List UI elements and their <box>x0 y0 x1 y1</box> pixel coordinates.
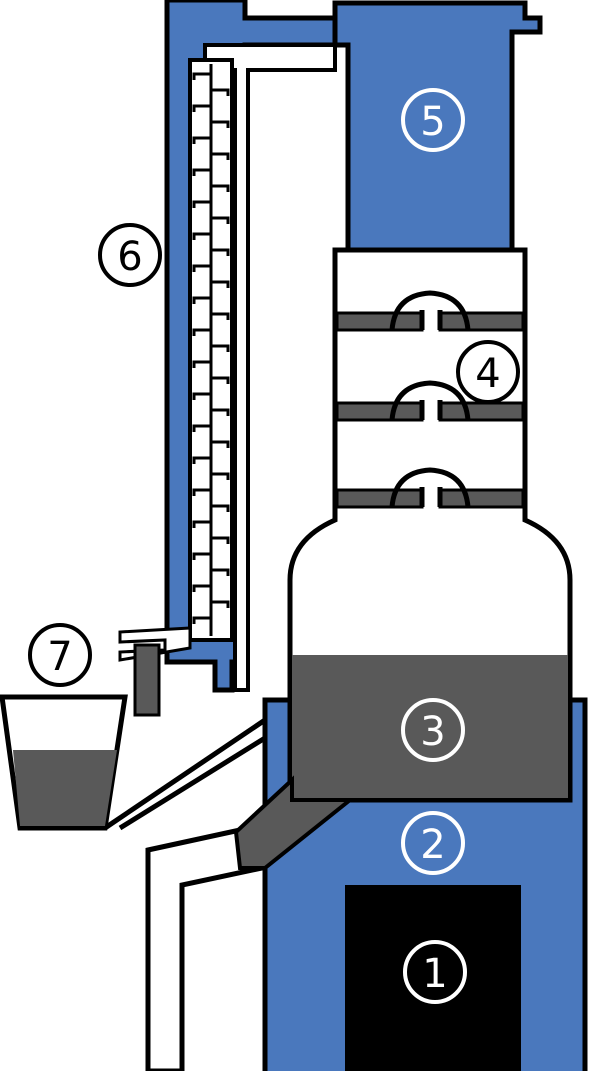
coil-fin <box>211 344 230 352</box>
coil-fin <box>211 120 230 128</box>
coil-fin <box>211 536 230 544</box>
boiler-outlet <box>233 775 356 870</box>
coil-fin <box>211 312 230 320</box>
coil-fin <box>192 200 211 208</box>
bubble-caps <box>389 290 471 508</box>
label-5: 5 <box>401 88 465 152</box>
coil-fin <box>211 472 230 480</box>
stand <box>103 717 267 1071</box>
boiler-liquid <box>292 655 568 798</box>
coil-fin <box>211 376 230 384</box>
coil-fin <box>192 168 211 176</box>
svg-text:3: 3 <box>420 709 445 755</box>
cooler-tank <box>332 0 543 253</box>
coil-fin <box>211 568 230 576</box>
coil-fin <box>211 280 230 288</box>
coil-fin <box>192 136 211 144</box>
coil-fin <box>192 232 211 240</box>
label-7: 7 <box>28 623 92 687</box>
distillate-drip <box>133 643 161 717</box>
coil-fin <box>192 296 211 304</box>
coil-fin <box>192 72 211 80</box>
coil-fin <box>192 392 211 400</box>
label-4: 4 <box>456 340 520 404</box>
coil-fin <box>211 216 230 224</box>
svg-text:6: 6 <box>117 234 142 280</box>
coil-fin <box>192 616 211 624</box>
coil-fin <box>211 88 230 96</box>
svg-text:2: 2 <box>420 822 445 868</box>
label-3: 3 <box>401 698 465 762</box>
coil-fin <box>192 520 211 528</box>
label-1: 1 <box>403 940 467 1004</box>
condenser-coil <box>188 58 234 642</box>
coil-fin <box>211 248 230 256</box>
collector-liquid <box>13 750 117 826</box>
coil-fin <box>192 456 211 464</box>
label-2: 2 <box>401 811 465 875</box>
coil-fin <box>211 600 230 608</box>
coil-fin <box>192 584 211 592</box>
coil-fin <box>192 328 211 336</box>
coil-fin <box>192 424 211 432</box>
coil-fin <box>211 408 230 416</box>
heater-element <box>345 885 521 1071</box>
coil-fin <box>211 504 230 512</box>
label-6: 6 <box>98 223 162 287</box>
coil-fin <box>211 184 230 192</box>
svg-text:7: 7 <box>47 634 72 680</box>
svg-text:5: 5 <box>420 99 445 145</box>
coil-fin <box>192 264 211 272</box>
coil-fin <box>211 152 230 160</box>
coil-fin <box>192 488 211 496</box>
svg-text:4: 4 <box>475 351 500 397</box>
coil-fin <box>192 360 211 368</box>
coil-fin <box>192 104 211 112</box>
svg-text:1: 1 <box>422 951 447 997</box>
coil-fin <box>211 440 230 448</box>
coil-fin <box>192 552 211 560</box>
